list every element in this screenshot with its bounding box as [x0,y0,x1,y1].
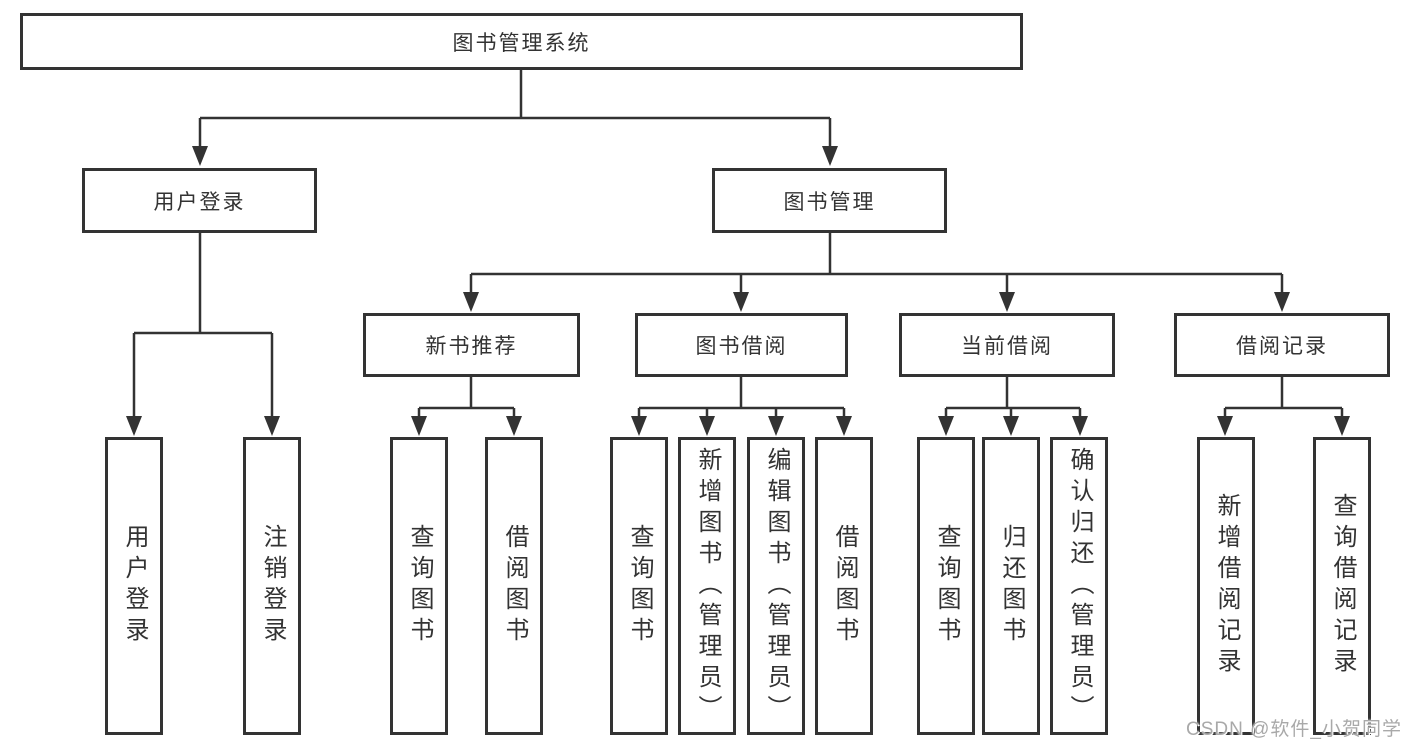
leaf-add-borrow-record-label: 新增借阅记录 [1213,493,1240,679]
leaf-logout: 注销登录 [243,437,301,735]
node-current-borrowing-label: 当前借阅 [961,335,1053,358]
leaf-current-query-books: 查询图书 [917,437,975,735]
leaf-user-login-label: 用户登录 [121,524,148,648]
node-root-library-system: 图书管理系统 [20,13,1023,70]
node-borrow-records: 借阅记录 [1174,313,1390,377]
leaf-query-borrow-record-label: 查询借阅记录 [1329,493,1356,679]
leaf-return-books: 归还图书 [982,437,1040,735]
leaf-rec-query-books: 查询图书 [390,437,448,735]
leaf-user-login: 用户登录 [105,437,163,735]
csdn-watermark: CSDN @软件_小贺同学 [1186,719,1402,740]
node-root-label: 图书管理系统 [452,31,591,55]
node-current-borrowing: 当前借阅 [899,313,1115,377]
node-new-book-recommend-label: 新书推荐 [425,335,518,358]
node-borrow-records-label: 借阅记录 [1236,335,1328,358]
leaf-rec-borrow-books: 借阅图书 [485,437,543,735]
leaf-borrow-books: 借阅图书 [815,437,873,735]
node-new-book-recommend: 新书推荐 [363,313,580,377]
node-book-borrowing: 图书借阅 [635,313,848,377]
leaf-rec-query-books-label: 查询图书 [406,524,433,648]
leaf-edit-books-admin: 编辑图书（管理员） [747,437,805,735]
leaf-add-books-admin-label: 新增图书（管理员） [694,446,721,726]
node-book-management: 图书管理 [712,168,947,233]
node-book-borrowing-label: 图书借阅 [695,335,788,358]
leaf-borrow-query-books: 查询图书 [610,437,668,735]
leaf-borrow-query-books-label: 查询图书 [626,524,653,648]
leaf-confirm-return-admin: 确认归还（管理员） [1050,437,1108,735]
tree-branch-lines [132,70,1344,419]
node-user-login-label: 用户登录 [153,190,246,214]
leaf-logout-label: 注销登录 [259,524,286,648]
leaf-query-borrow-record: 查询借阅记录 [1313,437,1371,735]
leaf-current-query-books-label: 查询图书 [933,524,960,648]
node-book-management-label: 图书管理 [783,190,876,214]
leaf-edit-books-admin-label: 编辑图书（管理员） [763,446,790,726]
leaf-add-borrow-record: 新增借阅记录 [1197,437,1255,735]
leaf-return-books-label: 归还图书 [998,524,1025,648]
leaf-confirm-return-admin-label: 确认归还（管理员） [1066,446,1093,726]
node-user-login: 用户登录 [82,168,317,233]
leaf-borrow-books-label: 借阅图书 [831,524,858,648]
leaf-add-books-admin: 新增图书（管理员） [678,437,736,735]
leaf-rec-borrow-books-label: 借阅图书 [501,524,528,648]
